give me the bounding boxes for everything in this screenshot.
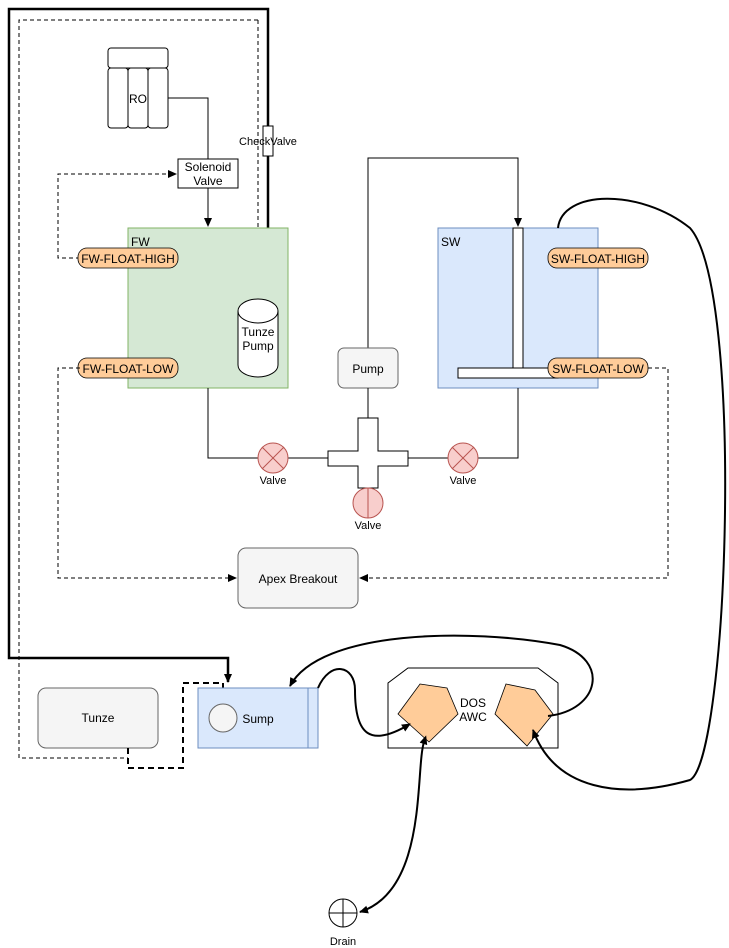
drain-label: Drain (330, 936, 356, 948)
valve-left: Valve (257, 442, 289, 487)
valve-center-label: Valve (355, 520, 382, 532)
solenoid-label-1: Solenoid (185, 160, 232, 174)
valve-right-label: Valve (450, 475, 477, 487)
ro-feed-line (168, 97, 209, 159)
check-valve-label: CheckValve (239, 136, 297, 148)
fw-float-low: FW-FLOAT-LOW (77, 357, 179, 379)
fw-float-high: FW-FLOAT-HIGH (77, 247, 179, 269)
dos-label-1: DOS (460, 696, 486, 710)
sump-sensor (208, 703, 238, 733)
solenoid-valve: Solenoid Valve (177, 158, 239, 189)
valve-right: Valve (447, 442, 479, 487)
dos-to-drain-hose (359, 735, 428, 914)
tunze-return-line (7, 7, 270, 683)
tunze-label: Tunze (82, 711, 115, 725)
fw-float-high-label: FW-FLOAT-HIGH (81, 252, 175, 266)
tunze-pump: Tunze Pump (237, 298, 279, 378)
sw-mix-pipe-horizontal (457, 367, 559, 379)
sump-label: Sump (242, 712, 274, 726)
valve-center: Valve (352, 487, 384, 532)
fw-float-control-line (57, 170, 177, 259)
pump-label: Pump (352, 362, 384, 376)
sw-float-high: SW-FLOAT-HIGH (547, 247, 649, 269)
sw-float-low-label: SW-FLOAT-LOW (552, 362, 644, 376)
valve-left-label: Valve (260, 475, 287, 487)
fw-float-low-label: FW-FLOAT-LOW (83, 362, 175, 376)
apex-breakout: Apex Breakout (237, 547, 359, 609)
fw-drain-line (207, 388, 258, 459)
ro-unit: RO (107, 47, 169, 129)
apex-breakout-label: Apex Breakout (259, 572, 338, 586)
dos-to-sump-hose (289, 634, 594, 717)
dos-label-2: AWC (459, 710, 487, 724)
pump-to-sw-line (367, 157, 522, 348)
sw-float-low: SW-FLOAT-LOW (547, 357, 649, 379)
cross-fitting (327, 417, 409, 489)
tunze-to-sump-sensor-line (127, 682, 224, 769)
solenoid-label-2: Valve (193, 174, 222, 188)
drain: Drain (328, 898, 358, 948)
pump: Pump (337, 347, 399, 389)
sw-mix-pipe-vertical (512, 227, 524, 369)
check-valve: CheckValve (239, 125, 297, 157)
sw-float-high-label: SW-FLOAT-HIGH (551, 252, 645, 266)
tunze-control-line (18, 19, 258, 759)
ro-label: RO (129, 92, 147, 106)
tunze-controller: Tunze (37, 687, 159, 749)
fw-tank-label: FW (131, 235, 150, 249)
dos-awc: DOS AWC (387, 667, 559, 749)
sw-low-to-apex (359, 367, 669, 582)
tunze-pump-label-1: Tunze (242, 325, 275, 339)
sw-to-dos-hose (532, 197, 727, 791)
fw-low-to-apex (57, 367, 237, 582)
dos-pump-head-left (397, 683, 459, 743)
tunze-pump-label-2: Pump (242, 339, 274, 353)
sw-tank-label: SW (441, 235, 461, 249)
sump: Sump (197, 687, 319, 749)
sw-drain-line (478, 388, 519, 459)
